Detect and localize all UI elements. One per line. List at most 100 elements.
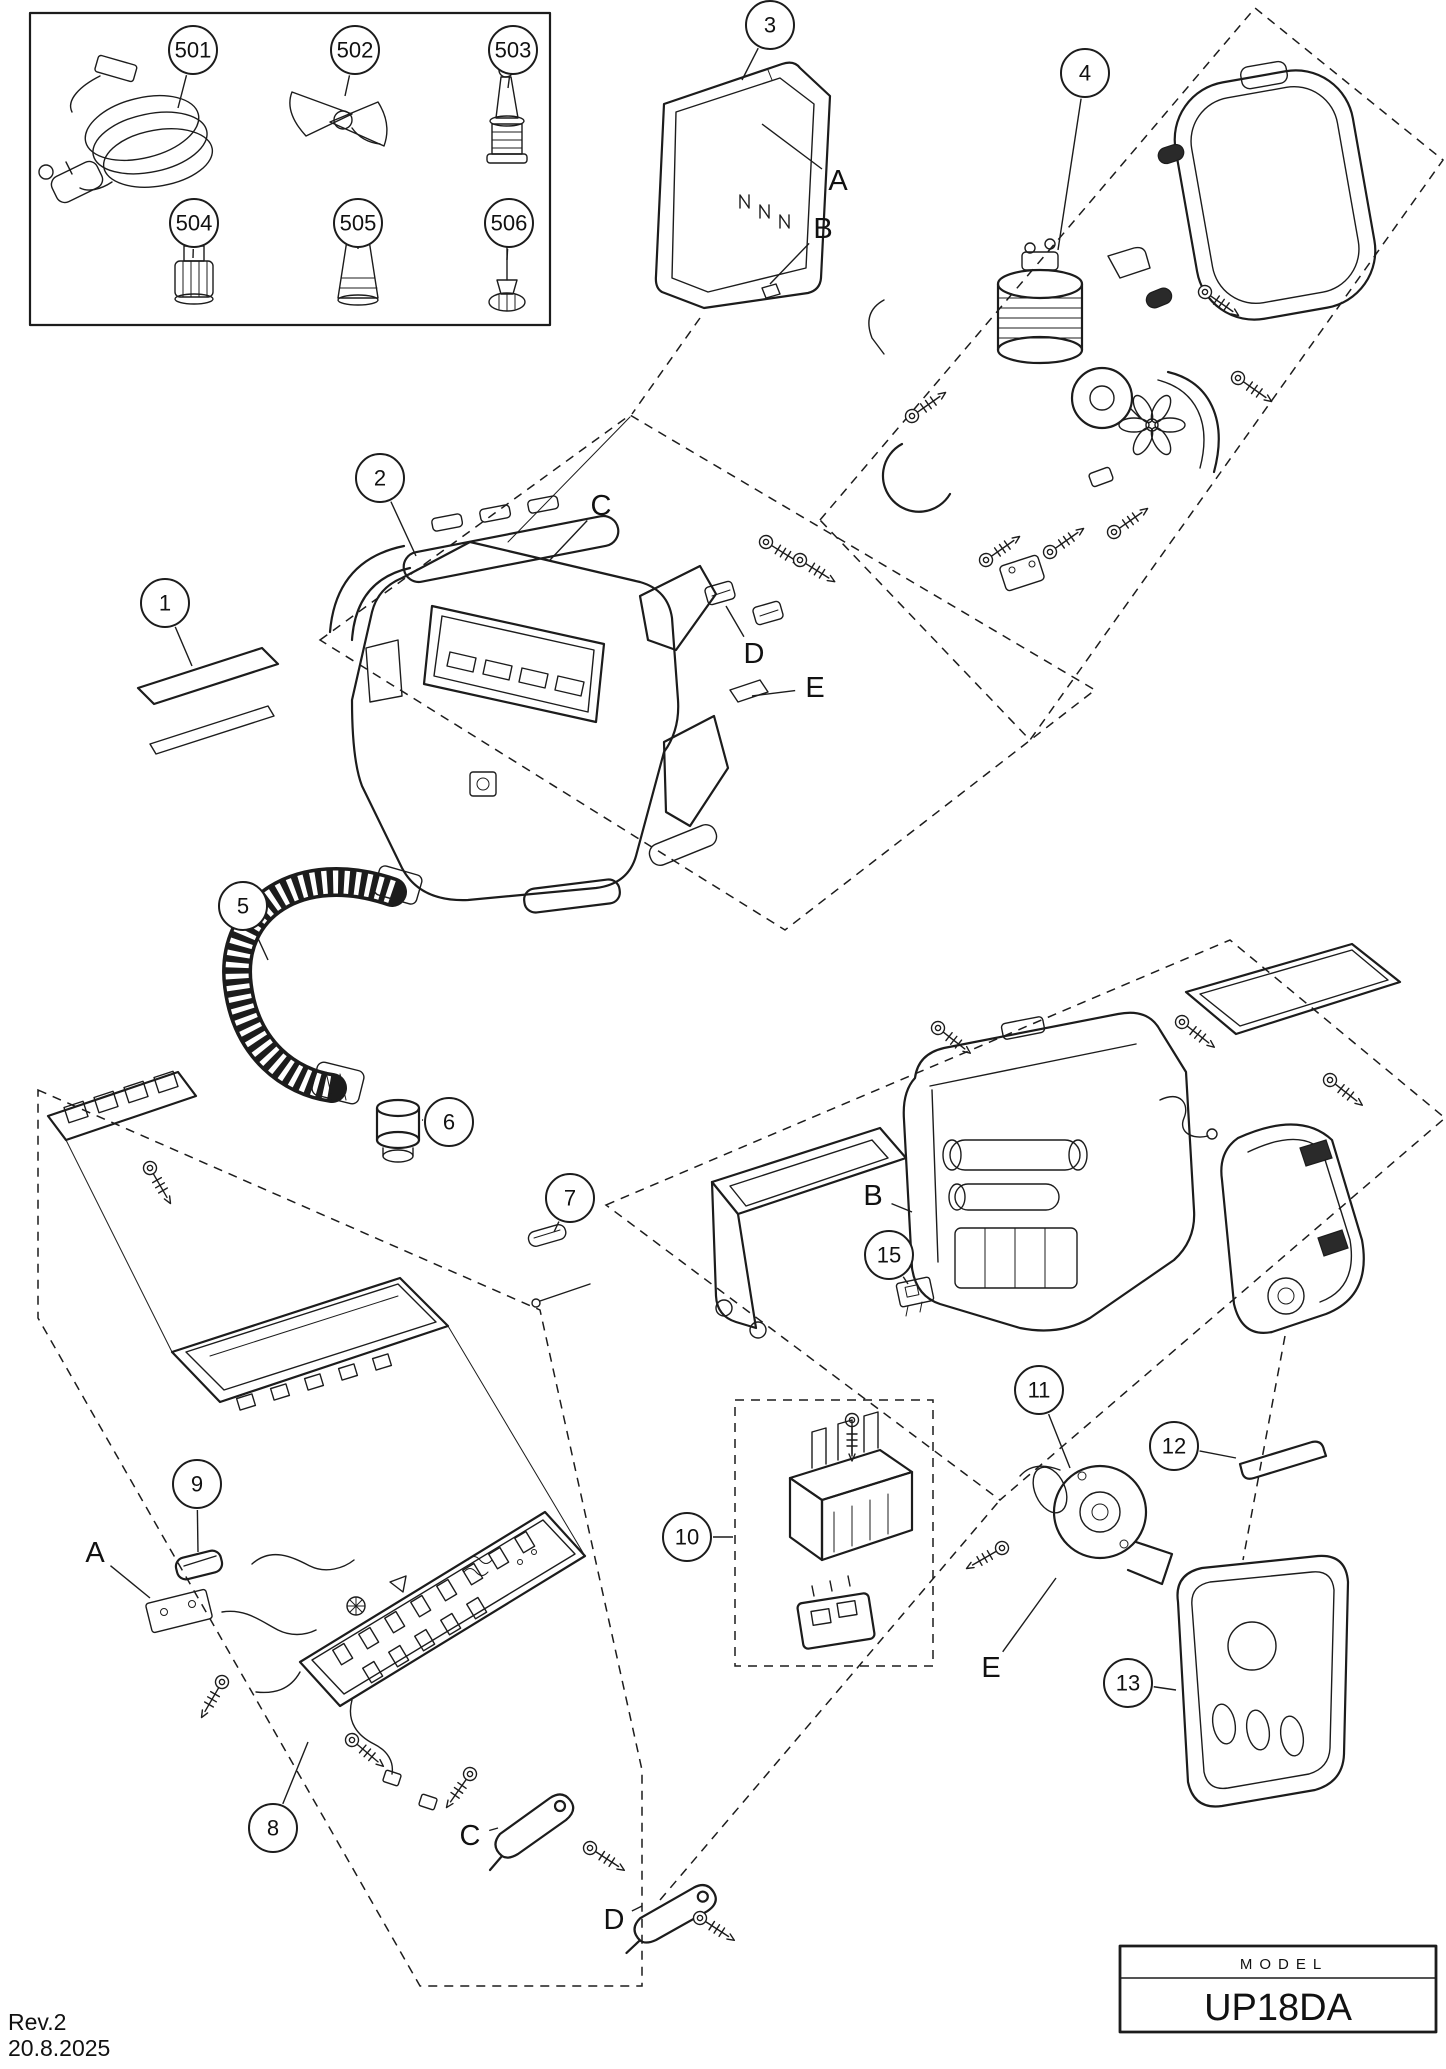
revision-info: Rev.2 20.8.2025 — [8, 2009, 110, 2061]
letter-leader-D-9 — [631, 1905, 643, 1912]
letter-leader-E-7 — [1002, 1577, 1057, 1653]
letter-leader-E-4 — [751, 689, 796, 697]
part-3-top-cover — [654, 61, 832, 310]
callout-leader-12 — [1199, 1450, 1237, 1459]
callout-circle-1 — [140, 578, 190, 628]
part-5-air-hose — [222, 865, 423, 1105]
callout-number-4: 4 — [1079, 61, 1091, 86]
callout-number-8: 8 — [267, 1816, 279, 1841]
stand-frame — [710, 1126, 908, 1339]
part-15-switch — [895, 1276, 935, 1317]
part-504-valve-adapter — [174, 245, 214, 305]
callout-circle-15 — [864, 1230, 914, 1280]
callout-leader-9 — [196, 1509, 199, 1553]
callout-leader-5 — [253, 929, 269, 961]
callout-circle-12 — [1149, 1421, 1199, 1471]
revision-date: 20.8.2025 — [8, 2035, 110, 2061]
control-panel-assembly — [46, 1070, 739, 1963]
callout-number-506: 506 — [491, 211, 528, 236]
rear-housing-assembly — [710, 942, 1402, 1339]
part-2-front-housing — [328, 416, 839, 914]
callout-circle-504 — [169, 198, 219, 248]
callout-number-9: 9 — [191, 1472, 203, 1497]
letter-leader-B-1 — [769, 242, 810, 285]
letter-label-B-5: B — [863, 1180, 882, 1212]
part-501-power-cord — [38, 54, 214, 204]
callout-circle-501 — [168, 25, 218, 75]
letter-label-A-6: A — [85, 1537, 105, 1569]
part-9-bracket — [174, 1549, 224, 1581]
part-6-hose-adapter — [375, 1098, 421, 1163]
callout-number-5: 5 — [237, 894, 249, 919]
callout-number-501: 501 — [175, 38, 212, 63]
letter-leader-D-3 — [725, 605, 745, 638]
callout-number-2: 2 — [374, 466, 386, 491]
callout-number-503: 503 — [495, 38, 532, 63]
model-box: MODEL UP18DA — [1118, 1944, 1438, 2034]
letter-label-E-4: E — [805, 672, 824, 704]
carry-handle — [1173, 60, 1377, 321]
callout-leader-13 — [1153, 1686, 1177, 1691]
compressor-cylinder — [996, 238, 1084, 365]
callout-circle-506 — [484, 198, 534, 248]
model-label: MODEL — [1240, 1956, 1328, 1973]
part-13-side-cover — [1176, 1554, 1350, 1808]
part-1-label-strip — [136, 646, 280, 755]
motor-and-fan — [1070, 366, 1186, 456]
callout-circle-4 — [1060, 48, 1110, 98]
callout-leader-501 — [177, 74, 188, 109]
letter-label-C-2: C — [591, 490, 612, 522]
letter-label-A-0: A — [828, 165, 848, 197]
part-10-terminal-block — [788, 1411, 914, 1650]
letter-leader-A-6 — [110, 1565, 151, 1599]
part-11-blower-fan — [962, 1464, 1174, 1586]
callout-leader-506 — [506, 248, 509, 261]
callout-circle-7 — [545, 1173, 595, 1223]
callout-leader-1 — [174, 626, 193, 667]
callout-number-504: 504 — [176, 211, 213, 236]
letter-label-E-7: E — [981, 1652, 1000, 1684]
callout-number-3: 3 — [764, 13, 776, 38]
letter-leader-A-0 — [761, 123, 823, 170]
callout-circle-10 — [662, 1512, 712, 1562]
callout-circle-2 — [355, 453, 405, 503]
letter-label-B-1: B — [813, 213, 832, 245]
model-value: UP18DA — [1204, 1987, 1352, 2029]
callout-number-10: 10 — [675, 1525, 699, 1550]
part-503-tapered-nozzle — [486, 62, 528, 164]
callout-leader-503 — [507, 75, 511, 89]
part-a-plate — [145, 1588, 213, 1634]
part-4-compressor-assembly — [868, 60, 1377, 592]
callout-leader-3 — [741, 47, 759, 81]
callout-circle-8 — [248, 1803, 298, 1853]
accessory-kit-box — [28, 11, 552, 327]
part-12-pad — [1238, 1440, 1328, 1480]
callout-circle-505 — [333, 198, 383, 248]
letter-leader-C-8 — [489, 1827, 499, 1832]
letter-label-C-8: C — [460, 1820, 481, 1852]
callout-circle-5 — [218, 881, 268, 931]
callout-circle-9 — [172, 1459, 222, 1509]
callout-leader-2 — [390, 501, 417, 557]
callout-circle-503 — [488, 25, 538, 75]
callout-number-505: 505 — [340, 211, 377, 236]
callout-number-6: 6 — [443, 1110, 455, 1135]
callout-number-502: 502 — [337, 38, 374, 63]
callout-leader-11 — [1047, 1413, 1071, 1469]
callout-leader-4 — [1057, 98, 1082, 251]
callout-number-15: 15 — [877, 1243, 901, 1268]
callout-circle-6 — [424, 1097, 474, 1147]
part-7-clip — [527, 1223, 591, 1308]
revision-label: Rev.2 — [8, 2009, 66, 2035]
callout-circle-11 — [1014, 1365, 1064, 1415]
callout-leader-15 — [902, 1276, 909, 1285]
callout-number-11: 11 — [1028, 1378, 1051, 1403]
letter-label-D-9: D — [604, 1904, 625, 1936]
callout-circle-3 — [745, 0, 795, 50]
letter-label-D-3: D — [744, 638, 765, 670]
callout-number-7: 7 — [564, 1186, 576, 1211]
